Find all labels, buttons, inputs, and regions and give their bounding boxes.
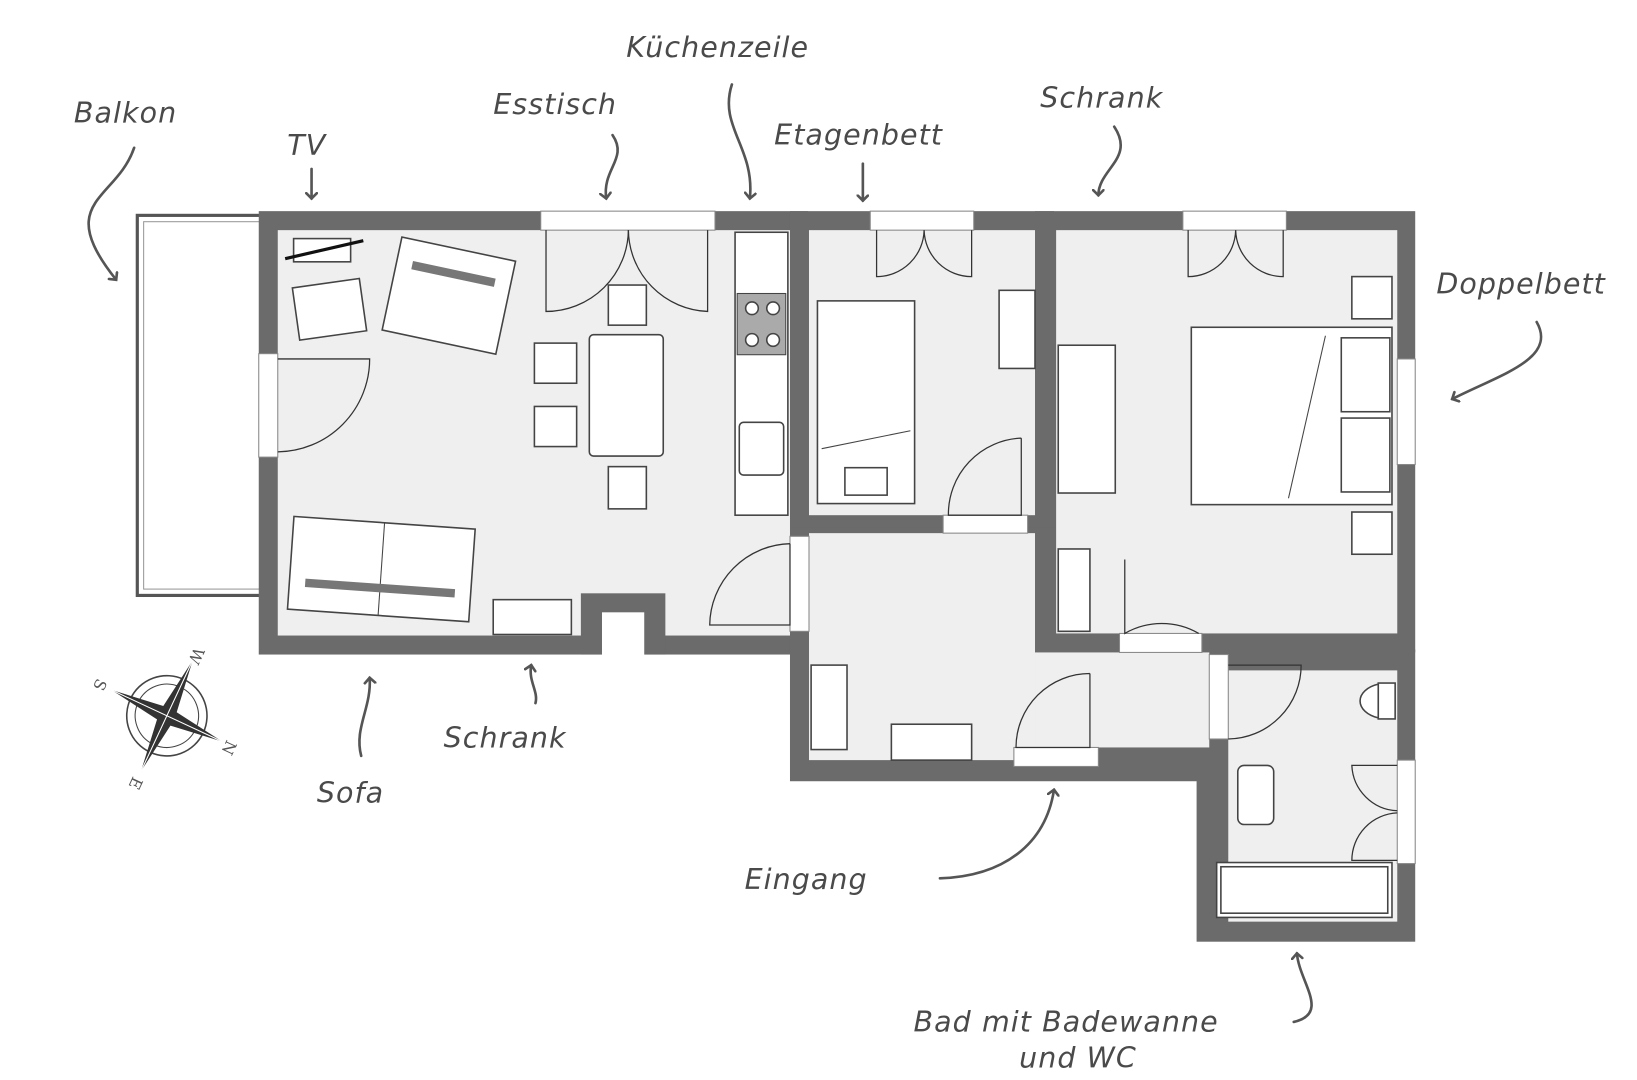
labels: Balkon TV Esstisch Küchenzeile Etagenbet…: [74, 31, 1606, 1074]
foosball-table: [1057, 344, 1117, 494]
label-schrank-bottom: Schrank: [444, 721, 567, 754]
annotation-arrows: [87, 83, 1543, 1024]
nightstand-top: [1351, 275, 1393, 320]
label-tv: TV: [287, 129, 327, 162]
dining-table: [533, 284, 665, 510]
bunk-bed: [816, 300, 916, 505]
sofa: [286, 515, 477, 623]
door-swings: [277, 230, 1398, 862]
openings: [258, 210, 1416, 865]
kitchen-counter: [734, 231, 789, 516]
balcony: [135, 213, 264, 598]
label-etagenbett: Etagenbett: [774, 119, 944, 152]
label-esstisch: Esstisch: [493, 88, 617, 121]
compass-rose: W N S E: [89, 644, 241, 793]
bathtub: [1215, 861, 1393, 919]
cabinet-living: [492, 598, 573, 636]
armchair: [381, 236, 517, 356]
hall-cabinet: [810, 664, 848, 751]
tv: [284, 237, 364, 263]
compass-w: W: [184, 644, 208, 667]
label-schrank-top: Schrank: [1040, 82, 1163, 115]
washbasin: [1236, 764, 1275, 826]
label-kuechenzeile: Küchenzeile: [626, 31, 809, 64]
nightstand-bottom: [1351, 511, 1393, 556]
label-doppelbett: Doppelbett: [1436, 267, 1606, 300]
wardrobe-bunk-room: [998, 289, 1036, 370]
label-bad-line2: und WC: [1019, 1041, 1137, 1074]
toilet: [1359, 682, 1396, 720]
label-bad-line1: Bad mit Badewanne: [914, 1005, 1219, 1038]
label-eingang: Eingang: [745, 863, 868, 896]
armchair-small: [291, 277, 368, 342]
label-sofa: Sofa: [317, 776, 384, 809]
label-balkon: Balkon: [74, 96, 177, 129]
hall-bench: [890, 723, 973, 761]
double-bed: [1190, 326, 1393, 506]
bedroom-shelf: [1057, 548, 1091, 633]
compass-e: E: [125, 774, 147, 793]
compass-s: S: [89, 676, 111, 694]
